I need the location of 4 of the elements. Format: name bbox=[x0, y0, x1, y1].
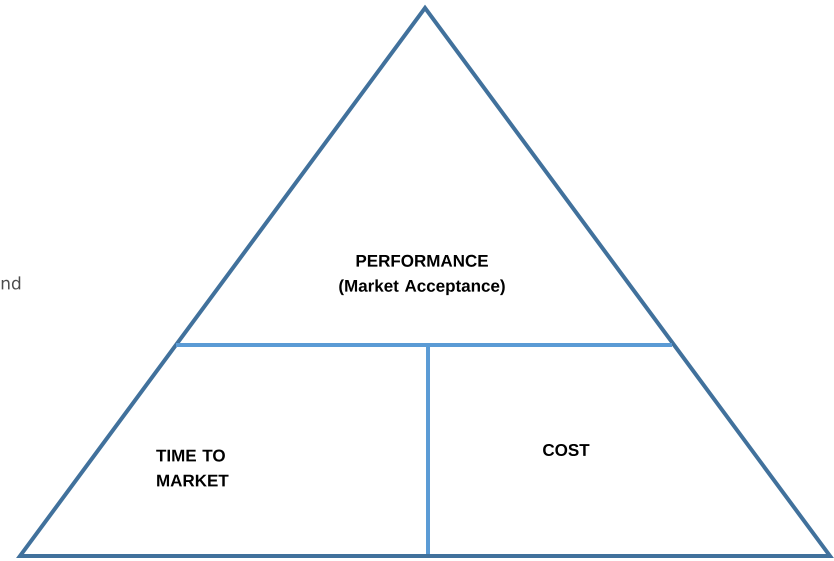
region-label: COST bbox=[543, 444, 590, 456]
region-label: PERFORMANCE (Market Acceptance) bbox=[339, 254, 505, 296]
region-label: TIME TO MARKET bbox=[156, 450, 229, 486]
cut-off-text: nd bbox=[2, 276, 20, 290]
